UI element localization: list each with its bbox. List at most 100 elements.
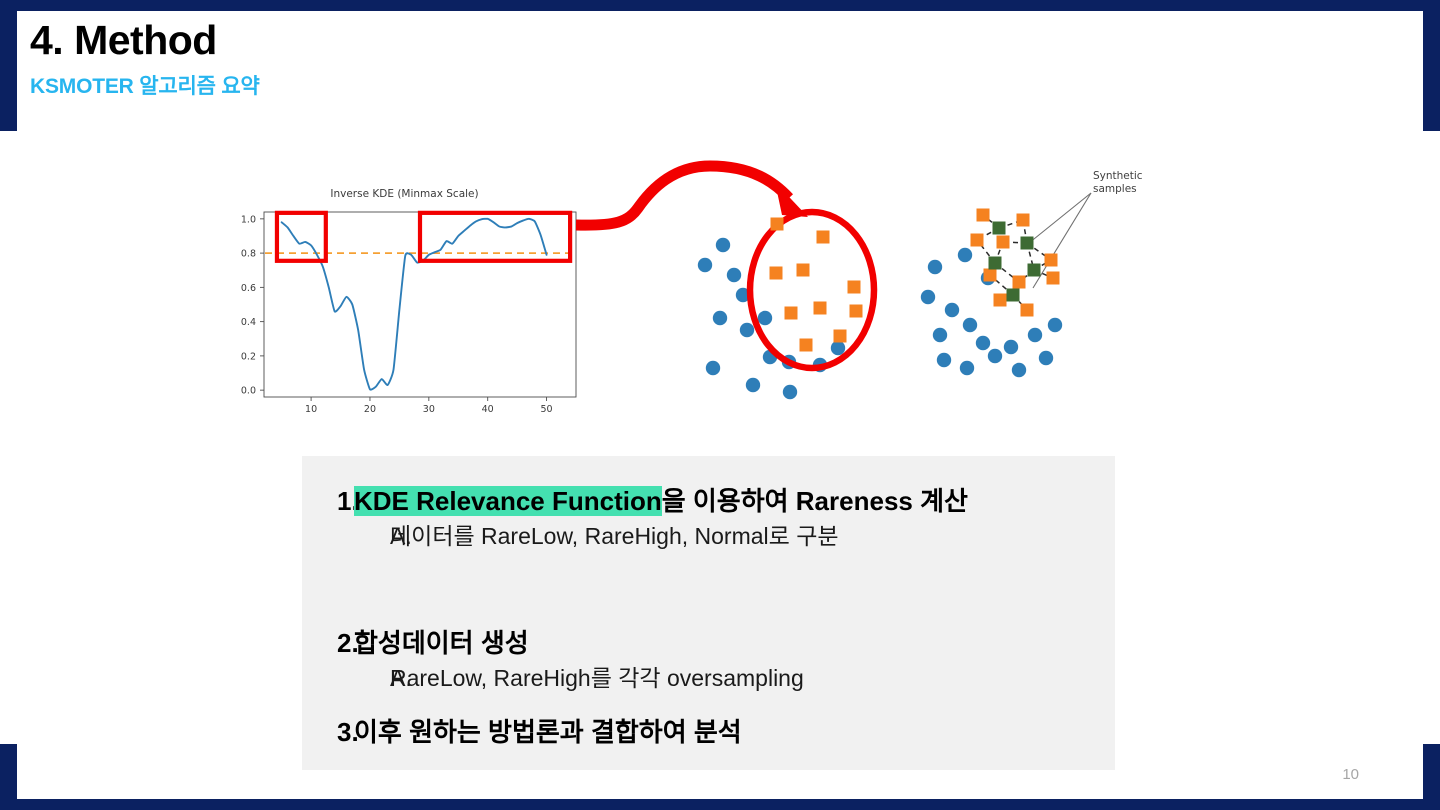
list-subitem-number: A. <box>390 523 412 550</box>
list-subitem-number: A. <box>390 665 412 692</box>
list-item: 2. 합성데이터 생성 <box>302 626 1115 660</box>
majority-point <box>745 377 761 393</box>
chart-ytick-label: 1.0 <box>241 214 256 225</box>
rare-point <box>1020 303 1034 317</box>
majority-point <box>1027 327 1043 343</box>
synthetic-point <box>988 256 1002 270</box>
majority-point <box>782 384 798 400</box>
list-item-text: 을 이용하여 Rareness 계산 <box>661 486 968 516</box>
rare-point <box>796 263 810 277</box>
synthetic-leader-lines <box>1028 192 1092 289</box>
rare-points-group <box>769 217 863 352</box>
scatter-after-svg <box>920 192 1092 378</box>
summary-panel: 1. KDE Relevance Function을 이용하여 Rareness… <box>302 456 1115 770</box>
list-item-number: 2. <box>337 628 359 658</box>
chart-xtick-label: 20 <box>364 404 376 415</box>
arrow-svg <box>575 160 808 231</box>
majority-point <box>927 259 943 275</box>
arrow-curve <box>575 160 794 231</box>
majority-point <box>697 257 713 273</box>
rare-region-ellipse <box>746 208 878 372</box>
majority-point <box>920 289 936 305</box>
synthetic-samples-label: Synthetic samples <box>1093 170 1143 196</box>
list-subitem-label: RareLow, RareHigh를 각각 oversampling <box>390 665 804 692</box>
list-item-label: 합성데이터 생성 <box>354 628 529 658</box>
bullet-group-1: 1. KDE Relevance Function을 이용하여 Rareness… <box>302 484 1115 552</box>
chart-ytick-label: 0.4 <box>241 317 256 328</box>
rare-point <box>983 268 997 282</box>
rare-point <box>770 217 784 231</box>
majority-point <box>962 317 978 333</box>
list-subitem: A. 데이터를 RareLow, RareHigh, Normal로 구분 <box>302 522 1115 552</box>
majority-point <box>830 340 846 356</box>
list-item-label: 이후 원하는 방법론과 결합하여 분석 <box>354 717 742 747</box>
list-item-number: 3. <box>337 717 359 747</box>
synthetic-point <box>1006 288 1020 302</box>
bullet-group-2: 2. 합성데이터 생성 A. RareLow, RareHigh를 각각 ove… <box>302 626 1115 694</box>
page-number: 10 <box>1342 766 1359 783</box>
chart-ytick-group: 0.00.20.40.60.81.0 <box>241 214 264 397</box>
chart-xtick-label: 10 <box>305 404 317 415</box>
chart-ytick-label: 0.2 <box>241 351 256 362</box>
rare-point <box>996 235 1010 249</box>
rare-point <box>784 306 798 320</box>
list-item-number: 1. <box>337 486 359 516</box>
majority-point <box>726 267 742 283</box>
frame-left-bottom-bar <box>0 744 17 810</box>
majority-points-group <box>920 247 1063 378</box>
synthetic-point <box>1027 263 1041 277</box>
majority-point <box>715 237 731 253</box>
rare-point <box>1044 253 1058 267</box>
rare-point <box>1046 271 1060 285</box>
rare-point <box>799 338 813 352</box>
page-subtitle: KSMOTER 알고리즘 요약 <box>30 74 260 98</box>
majority-point <box>1003 339 1019 355</box>
chart-ytick-label: 0.6 <box>241 283 256 294</box>
rare-point <box>1016 213 1030 227</box>
majority-point <box>932 327 948 343</box>
list-item-label: KDE Relevance Function을 이용하여 Rareness 계산 <box>354 484 1044 518</box>
chart-xtick-label: 40 <box>482 404 494 415</box>
synthetic-point <box>1020 236 1034 250</box>
chart-ytick-label: 0.0 <box>241 386 256 397</box>
majority-point <box>1038 350 1054 366</box>
majority-point <box>936 352 952 368</box>
leader-line <box>1028 192 1092 244</box>
majority-points-group <box>697 237 846 400</box>
rare-point <box>1012 275 1026 289</box>
chart-series-group <box>280 217 548 391</box>
list-subitem-label: 데이터를 RareLow, RareHigh, Normal로 구분 <box>390 523 839 550</box>
scatter-before-oversampling <box>690 170 930 420</box>
rare-point <box>993 293 1007 307</box>
rare-point <box>976 208 990 222</box>
transition-arrow <box>570 160 840 290</box>
majority-point <box>705 360 721 376</box>
majority-point <box>1011 362 1027 378</box>
majority-point <box>739 322 755 338</box>
rare-point <box>847 280 861 294</box>
rare-point <box>769 266 783 280</box>
arrow-head <box>775 182 808 217</box>
scatter-after-oversampling: Synthetic samples <box>915 160 1165 425</box>
slide-header: 4. Method KSMOTER 알고리즘 요약 <box>30 17 260 100</box>
highlighted-term: KDE Relevance Function <box>354 486 662 516</box>
list-subitem: A. RareLow, RareHigh를 각각 oversampling <box>302 664 1115 694</box>
frame-right-bottom-bar <box>1423 744 1440 810</box>
scatter-before-svg <box>697 208 878 400</box>
chart-xtick-label: 50 <box>541 404 553 415</box>
frame-bottom-bar <box>0 799 1440 810</box>
majority-point <box>757 310 773 326</box>
majority-point <box>735 287 751 303</box>
rare-point <box>849 304 863 318</box>
rare-point <box>816 230 830 244</box>
chart-xtick-label: 30 <box>423 404 435 415</box>
rare-point <box>813 301 827 315</box>
rare-point <box>970 233 984 247</box>
rare-points-group <box>970 208 1060 317</box>
synthetic-point <box>992 221 1006 235</box>
majority-point <box>987 348 1003 364</box>
page-title: 4. Method <box>30 17 217 63</box>
